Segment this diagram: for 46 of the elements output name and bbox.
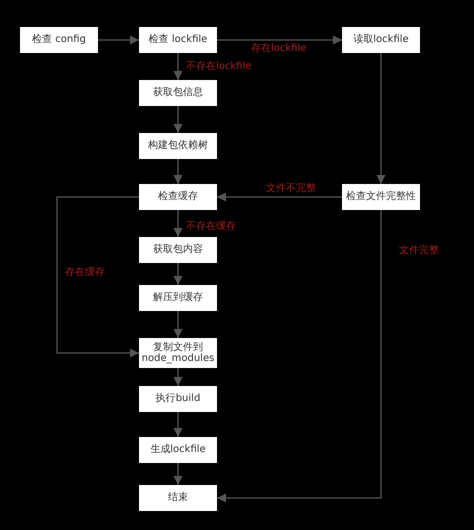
process-box — [20, 27, 98, 53]
edge-label: 不存在lockfile — [185, 61, 252, 73]
arrow — [174, 412, 182, 437]
edge-label: 文件不完整 — [265, 183, 317, 195]
box-label: 构建包依赖树 — [147, 140, 209, 152]
edge-label: 不存在缓存 — [185, 221, 237, 233]
process-box — [139, 133, 217, 159]
process-box — [139, 237, 217, 263]
process-box — [139, 485, 217, 511]
edge-label: 存在lockfile — [250, 43, 308, 55]
arrow — [174, 311, 182, 338]
box-label: 检查 lockfile — [148, 34, 208, 46]
arrow — [217, 210, 382, 502]
arrow — [174, 53, 182, 80]
arrow — [217, 36, 342, 44]
arrow — [174, 263, 182, 285]
box-label: 检查缓存 — [157, 191, 199, 203]
process-box — [139, 386, 217, 412]
process-box — [342, 27, 420, 53]
arrow — [217, 192, 342, 202]
box-label: 读取lockfile — [352, 34, 410, 46]
edge-label: 文件完整 — [398, 245, 440, 257]
box-label: 复制文件到 node_modules — [140, 342, 216, 364]
box-label: 结束 — [167, 492, 189, 504]
process-box — [139, 80, 217, 106]
box-label: 检查文件完整性 — [345, 191, 417, 203]
process-box — [139, 285, 217, 311]
arrow — [174, 368, 182, 386]
box-label: 获取包信息 — [152, 87, 204, 99]
edge-label: 存在缓存 — [64, 267, 106, 279]
process-box — [139, 184, 217, 210]
box-label: 检查 config — [31, 34, 87, 46]
process-box — [342, 184, 420, 210]
arrow — [174, 106, 182, 133]
box-label: 解压到缓存 — [152, 292, 204, 304]
arrow — [376, 53, 386, 184]
arrow — [174, 210, 182, 237]
box-label: 生成lockfile — [149, 444, 207, 456]
box-label: 执行build — [154, 393, 202, 405]
arrow — [56, 196, 139, 358]
arrow — [174, 159, 182, 184]
arrow — [98, 36, 139, 44]
process-box — [139, 27, 217, 53]
arrow — [174, 463, 182, 485]
process-box — [139, 437, 217, 463]
box-label: 获取包内容 — [152, 244, 204, 256]
